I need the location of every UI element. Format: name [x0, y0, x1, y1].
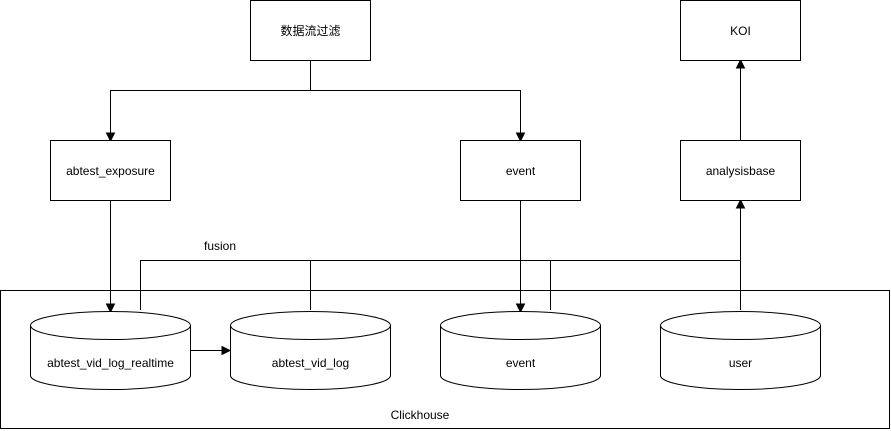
node-analysisbase-label: analysisbase [706, 164, 776, 178]
arrowhead-vidlog [221, 345, 232, 356]
node-abtest-exposure: abtest_exposure [50, 140, 171, 201]
node-abtest-exposure-label: abtest_exposure [66, 164, 155, 178]
clickhouse-label: Clickhouse [391, 408, 450, 422]
db-abtest-vid-log-label: abtest_vid_log [272, 356, 349, 370]
edge-fusion-bus [140, 260, 741, 310]
arrowhead-event-table [515, 303, 526, 314]
db-event-label: event [506, 356, 536, 370]
arrowhead-realtime [105, 303, 116, 314]
edge-filter-to-event [310, 90, 521, 133]
node-data-filter-label: 数据流过滤 [280, 23, 340, 38]
node-koi-label: KOI [730, 24, 751, 38]
edge-filter-trunk [110, 60, 311, 133]
db-abtest-vid-log: abtest_vid_log [230, 311, 391, 390]
db-user-label: user [729, 356, 752, 370]
arrowhead-event-process [515, 132, 526, 143]
node-event-process-label: event [506, 164, 536, 178]
db-user: user [660, 311, 821, 390]
db-abtest-vid-log-realtime: abtest_vid_log_realtime [30, 311, 191, 390]
node-data-filter: 数据流过滤 [250, 0, 371, 61]
arrowhead-abtest-exposure [105, 132, 116, 143]
fusion-label: fusion [204, 239, 236, 253]
node-event-process: event [460, 140, 581, 201]
db-abtest-vid-log-realtime-label: abtest_vid_log_realtime [47, 356, 174, 370]
node-koi: KOI [680, 0, 801, 61]
arrowhead-analysisbase [735, 198, 746, 209]
node-analysisbase: analysisbase [680, 140, 801, 201]
db-event: event [440, 311, 601, 390]
arrowhead-koi [735, 58, 746, 69]
